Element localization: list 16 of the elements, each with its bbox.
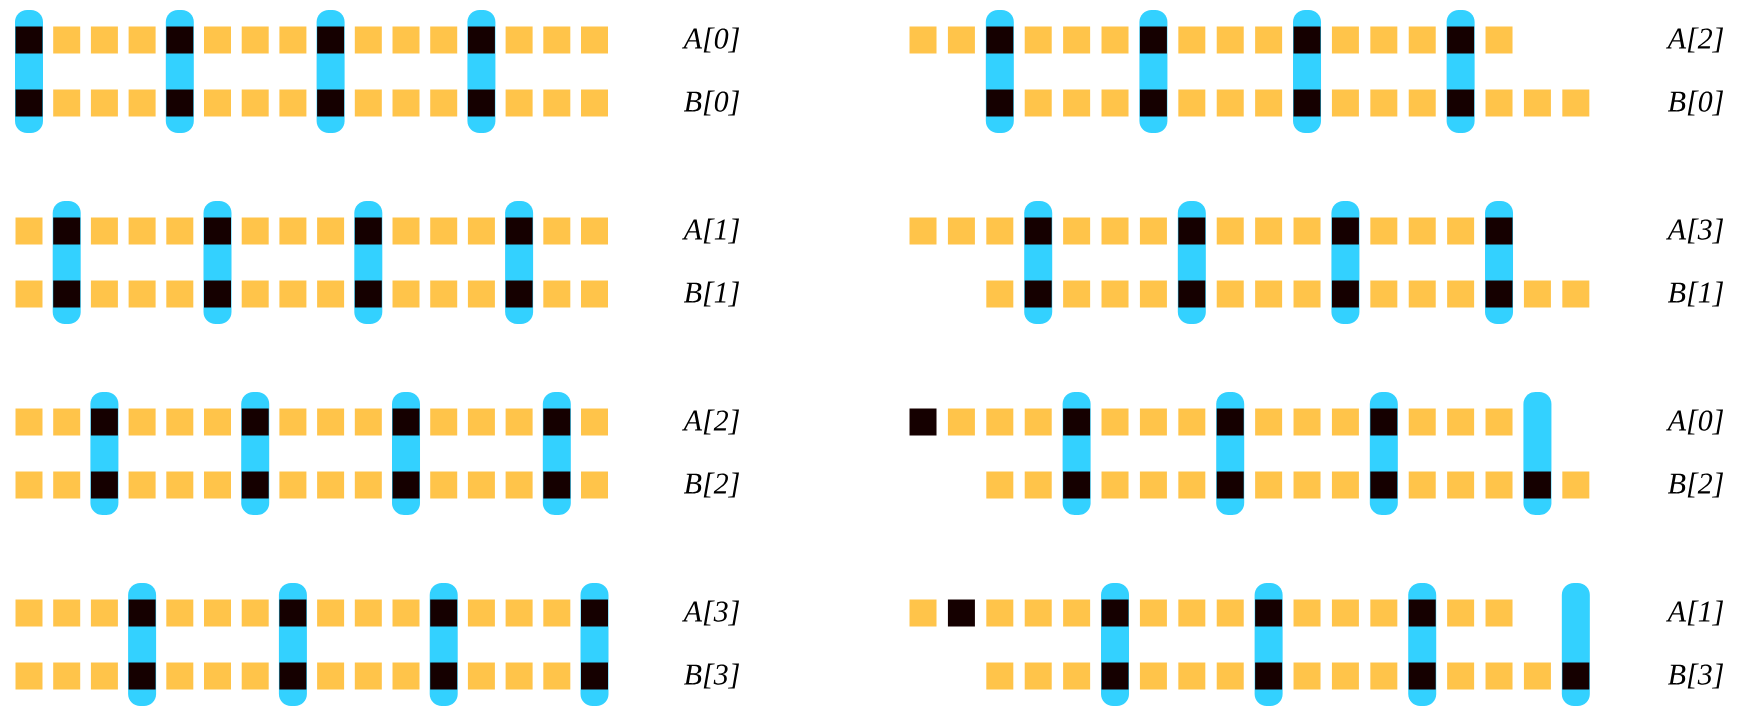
array-label: A[0] (682, 27, 739, 53)
array-label: A[2] (682, 409, 739, 435)
array-label: B[0] (683, 90, 739, 116)
array-label: A[1] (1666, 600, 1723, 626)
array-label: A[3] (682, 600, 739, 626)
array-label: A[3] (1666, 218, 1723, 244)
array-label: B[0] (1667, 90, 1723, 116)
array-label: B[1] (683, 281, 739, 307)
array-label: B[3] (683, 663, 739, 689)
array-label: B[1] (1667, 281, 1723, 307)
array-label: B[2] (683, 472, 739, 498)
array-label: A[1] (682, 218, 739, 244)
array-label: A[2] (1666, 27, 1723, 53)
array-label: B[3] (1667, 663, 1723, 689)
array-label: A[0] (1666, 409, 1723, 435)
array-label: B[2] (1667, 472, 1723, 498)
